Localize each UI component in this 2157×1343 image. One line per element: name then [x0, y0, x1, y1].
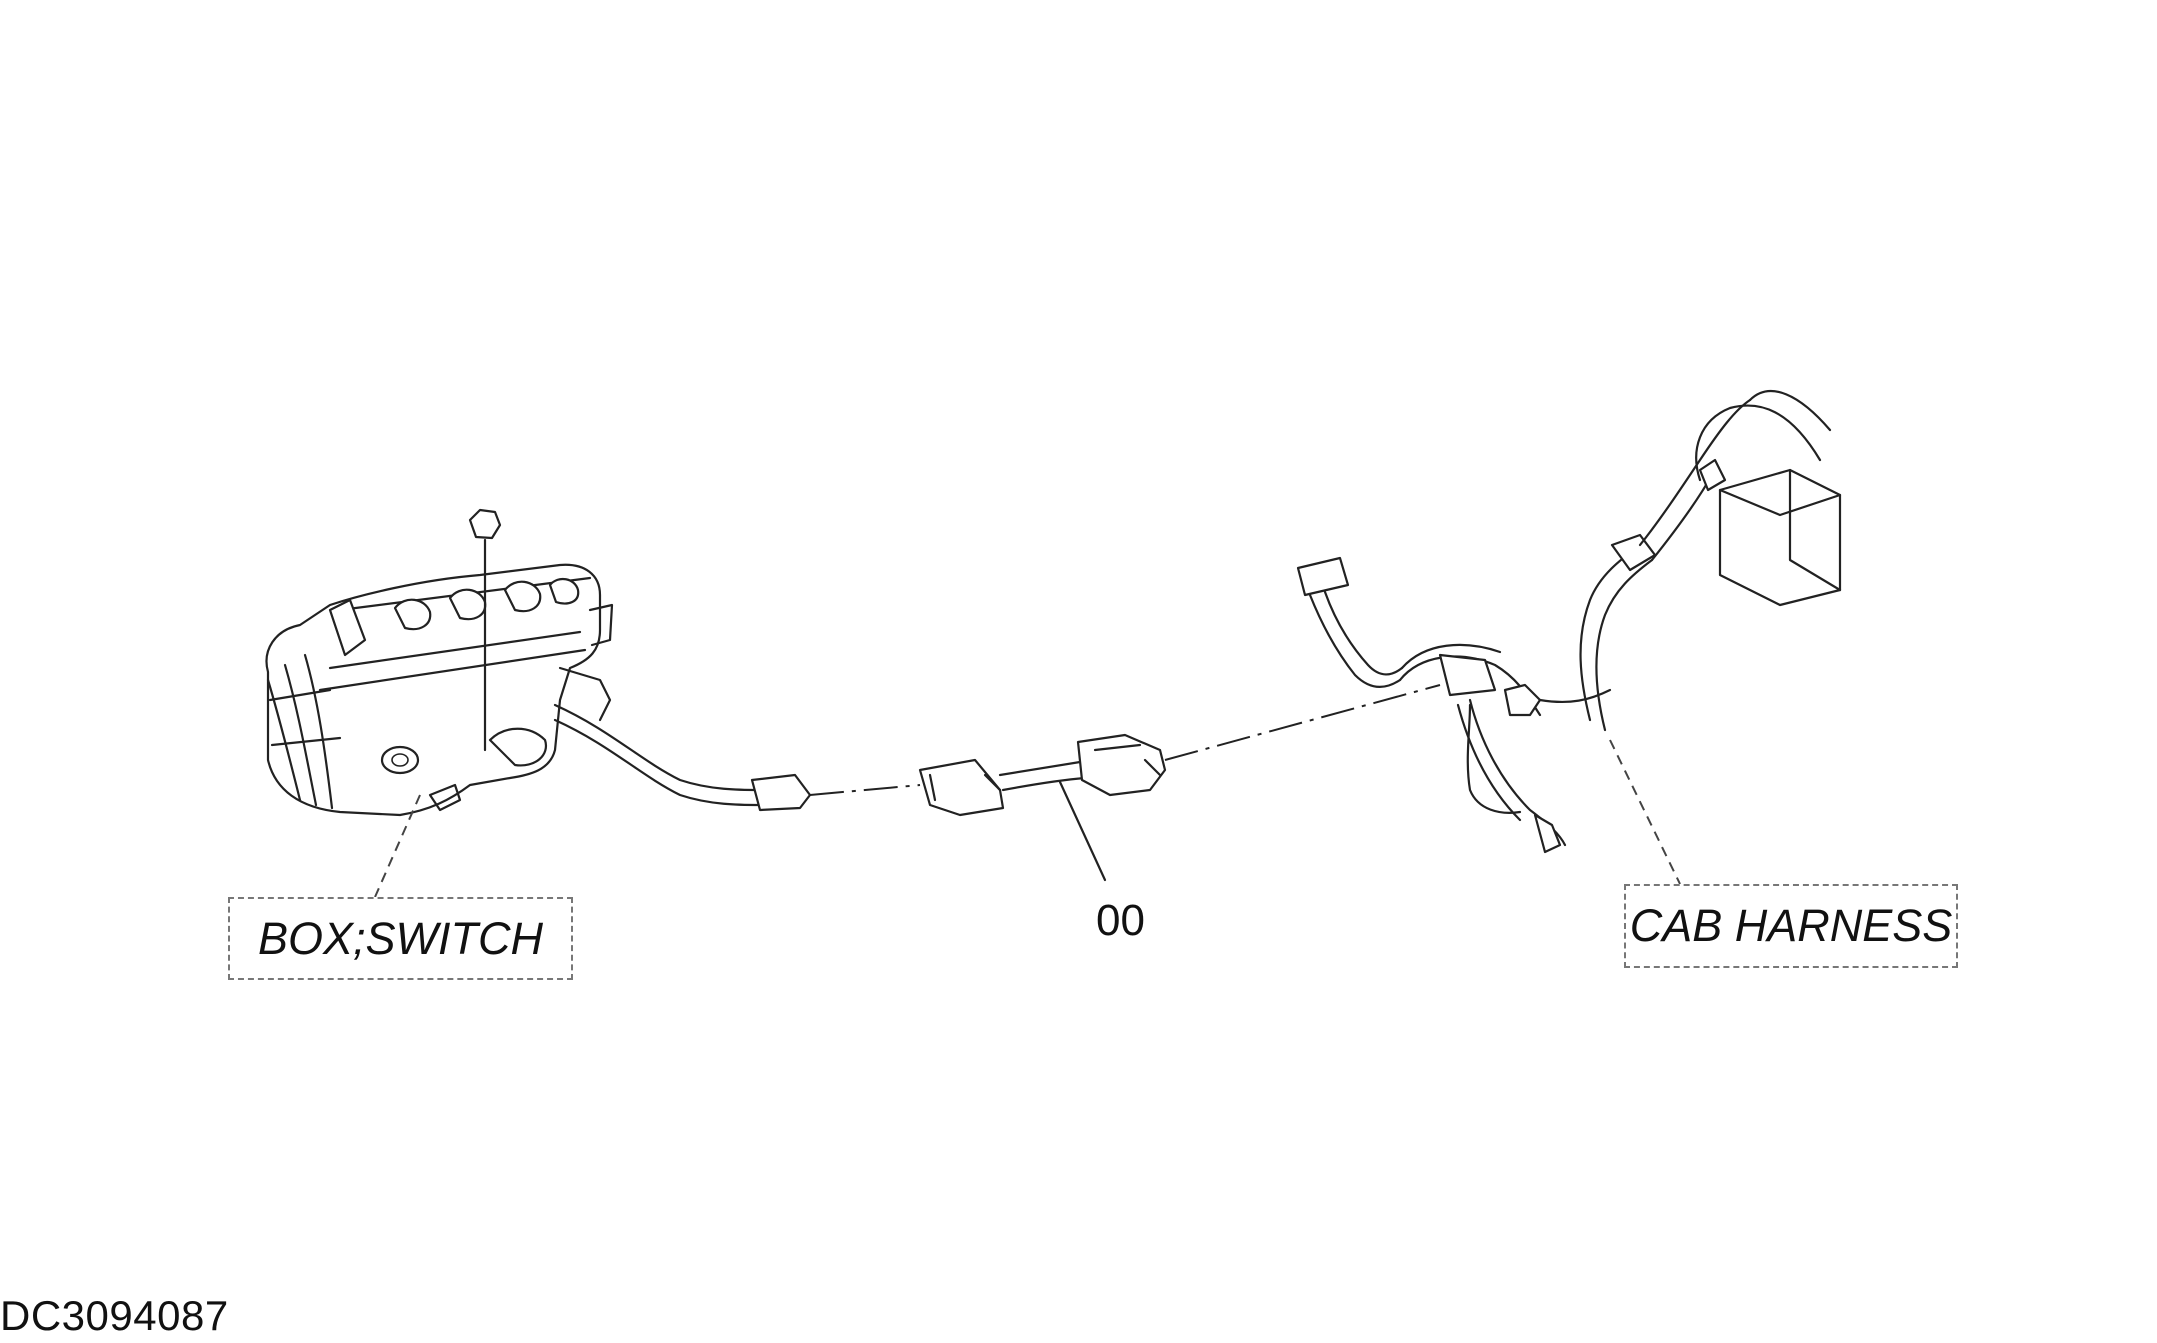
- box-switch-leader: [374, 794, 421, 898]
- box-switch-label: BOX;SWITCH: [228, 897, 573, 980]
- cab-harness-label: CAB HARNESS: [1624, 884, 1958, 968]
- switch-box-cable: [553, 703, 812, 812]
- cab-harness-drawing: [1296, 390, 1842, 854]
- cab-harness-leader: [1609, 739, 1681, 885]
- adapter-harness-drawing: [918, 733, 1167, 882]
- connection-line-left: [809, 784, 921, 796]
- box-switch-text: BOX;SWITCH: [257, 912, 543, 964]
- figure-id: DC3094087: [0, 1292, 229, 1339]
- part-number-label: 00: [1096, 896, 1145, 945]
- switch-box-drawing: [265, 508, 614, 817]
- cab-harness-text: CAB HARNESS: [1629, 900, 1953, 951]
- connection-line-right: [1164, 684, 1441, 761]
